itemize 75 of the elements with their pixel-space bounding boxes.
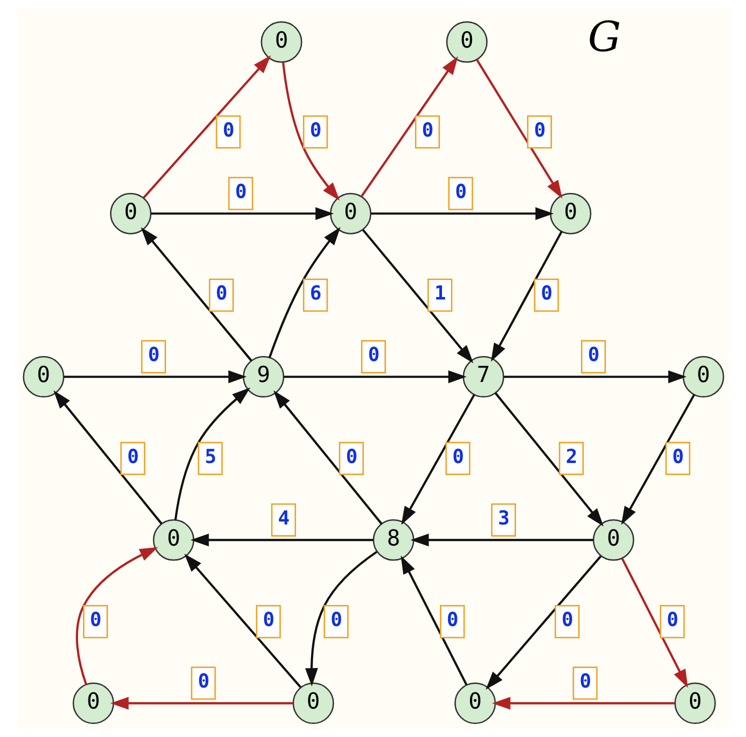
node-circle: 0	[260, 21, 302, 63]
node-circle: 0	[329, 192, 371, 234]
node-circle: 0	[682, 356, 724, 398]
edge-label: 5	[204, 444, 216, 468]
arrow	[400, 394, 475, 525]
edge-label: 0	[126, 444, 138, 468]
edge-label: 0	[421, 118, 434, 142]
edge-label: 0	[561, 608, 573, 632]
arrow	[174, 388, 250, 520]
edge-label: 0	[234, 180, 246, 203]
node-circle: 0	[72, 682, 114, 724]
edge-label: 3	[497, 506, 510, 530]
arrow	[142, 55, 270, 199]
edge-label: 0	[533, 118, 546, 142]
node-circle: 0	[152, 519, 194, 561]
edge-label: 0	[666, 608, 678, 632]
arrow	[110, 696, 293, 710]
arrow	[370, 207, 554, 220]
arrow	[63, 370, 246, 384]
node-circle: 9	[242, 356, 284, 398]
arrow	[272, 390, 382, 525]
arrow	[360, 56, 458, 197]
node-circle: 0	[109, 192, 151, 234]
edge-label: 0	[197, 670, 209, 693]
edge-label: 0	[262, 608, 274, 632]
edge-label: 0	[148, 343, 160, 366]
edge-label: 6	[309, 282, 322, 305]
arrow	[362, 229, 473, 364]
node-circle: 0	[454, 682, 496, 724]
arrow	[475, 59, 562, 199]
node-circle: 7	[462, 356, 504, 398]
edge-label: 2	[565, 444, 577, 468]
arrow	[190, 534, 373, 546]
edge-label: 0	[222, 118, 234, 142]
edge-label: 0	[672, 444, 684, 468]
arrow	[400, 556, 467, 686]
node-circle: 0	[592, 519, 634, 561]
node-circle: 0	[549, 192, 591, 234]
arrow	[150, 207, 334, 220]
node-circle: 8	[372, 519, 414, 561]
edge-label: 0	[540, 282, 552, 305]
arrow	[503, 370, 686, 384]
arrow	[304, 550, 377, 686]
arrow	[492, 696, 674, 710]
edge-label: 0	[587, 343, 600, 366]
arrow	[494, 392, 604, 526]
edge-label: 0	[309, 118, 322, 142]
arrow	[490, 231, 562, 362]
arrow	[283, 370, 466, 384]
arrow	[184, 554, 301, 688]
edge-label: 1	[434, 282, 446, 305]
edge-label: 0	[454, 180, 466, 203]
arrow	[75, 547, 158, 685]
arrow	[268, 226, 340, 358]
arrow	[140, 227, 252, 362]
arrow	[410, 534, 593, 546]
node-circle: 0	[22, 356, 64, 398]
node-circle: 0	[292, 682, 334, 724]
edge-label: 0	[89, 608, 102, 632]
edge-label: 0	[452, 444, 464, 468]
arrow	[620, 558, 688, 688]
arrow	[620, 394, 695, 525]
edge-label: 0	[367, 343, 380, 366]
edge-label: 0	[446, 608, 458, 632]
arrow	[282, 62, 340, 201]
node-circle: 0	[446, 21, 488, 63]
arrow	[485, 556, 602, 690]
edge-label: 0	[215, 282, 227, 305]
node-circle: 0	[674, 682, 716, 724]
arrow	[52, 390, 162, 525]
edge-label: 0	[579, 670, 591, 693]
edge-label: 0	[330, 608, 342, 632]
label: G	[587, 12, 621, 62]
edge-label: 4	[278, 506, 290, 530]
edge-label: 0	[345, 444, 357, 468]
